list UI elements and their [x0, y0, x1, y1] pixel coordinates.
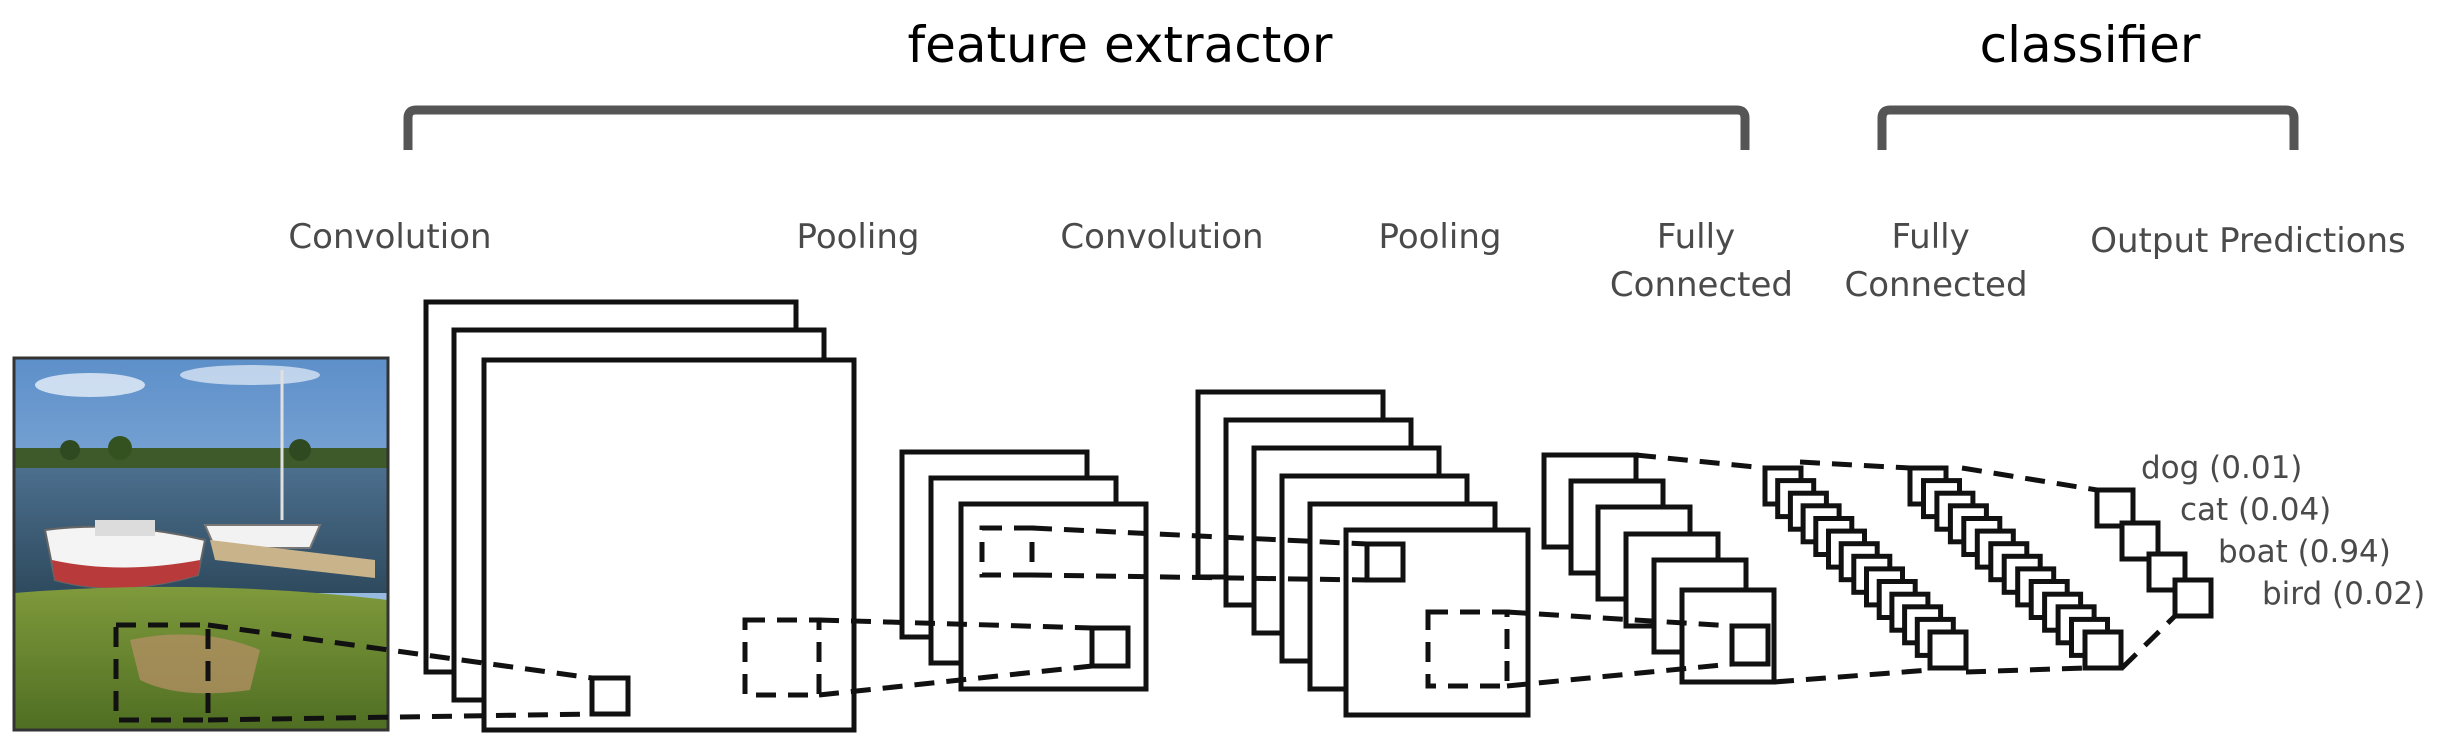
output-neurons [2094, 487, 2214, 619]
label-pooling-2: Pooling [1379, 217, 1502, 257]
conv1-feature-maps [423, 299, 857, 733]
fc2-neurons [1762, 465, 1969, 671]
prediction-cat: cat (0.04) [2180, 492, 2331, 528]
input-receptive-window [113, 622, 211, 723]
label-fully-connected-2-line1: Fully [1891, 217, 1969, 257]
fc1-stack [1541, 452, 1777, 685]
header-feature-extractor: feature extractor [908, 16, 1333, 74]
conv1-output-cell [589, 675, 631, 717]
conv2-pool-window [1425, 609, 1510, 689]
pool1-conv-window [979, 525, 1035, 578]
header-classifier: classifier [1980, 16, 2201, 74]
pool2-feature-map [1343, 527, 1531, 718]
classifier-bracket [1877, 105, 2299, 150]
neuron [1927, 629, 1969, 671]
prediction-boat: boat (0.94) [2218, 534, 2391, 570]
label-fully-connected-1-line1: Fully [1657, 217, 1735, 257]
feature-extractor-bracket [403, 105, 1750, 150]
label-pooling-1: Pooling [797, 217, 920, 257]
neuron [2082, 629, 2124, 671]
label-fully-connected-1-line2: Connected [1610, 265, 1793, 305]
label-fully-connected-1: Fully Connected [1610, 217, 1793, 305]
label-fully-connected-2: Fully Connected [1844, 217, 2027, 305]
pool1-feature-maps [899, 449, 1149, 692]
label-output-predictions: Output Predictions [2090, 221, 2406, 261]
conv2-output-cell [1364, 541, 1406, 583]
prediction-dog: dog (0.01) [2141, 450, 2302, 486]
dashed-connectors [207, 452, 2177, 723]
prediction-bird: bird (0.02) [2262, 576, 2425, 612]
pool1-output-cell [1089, 625, 1131, 669]
conv1-pool-window [742, 617, 822, 698]
fc3-neurons [1907, 465, 2124, 671]
pool2-output-cell [1729, 623, 1771, 667]
label-convolution-1: Convolution [288, 217, 491, 257]
label-fully-connected-2-line2: Connected [1844, 265, 2027, 305]
input-image [12, 356, 390, 732]
label-convolution-2: Convolution [1060, 217, 1263, 257]
